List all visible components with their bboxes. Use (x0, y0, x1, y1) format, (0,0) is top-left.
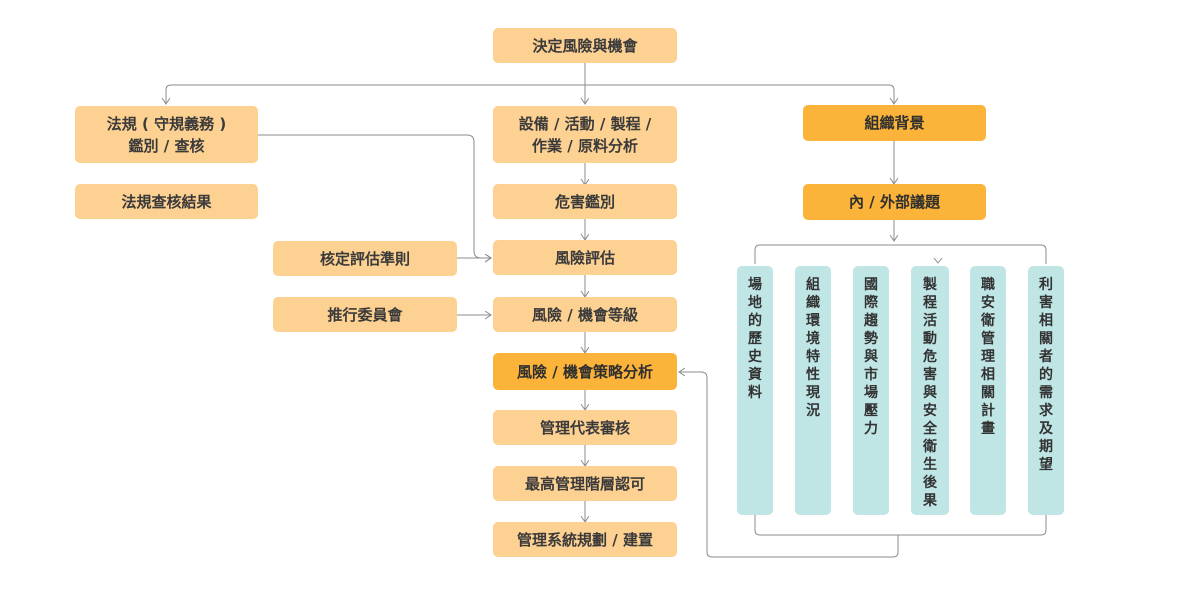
risk-assessment-box: 風險評估 (493, 240, 677, 275)
strategy-analysis-box: 風險 / 機會策略分析 (493, 353, 677, 390)
regulation-results-box: 法規查核結果 (75, 184, 258, 219)
org-background-box: 組織背景 (803, 105, 986, 141)
criteria-box: 核定評估準則 (273, 241, 457, 276)
equipment-analysis-box: 設備 / 活動 / 製程 / 作業 / 原料分析 (493, 106, 677, 163)
column-ohs-plans: 職安衛管理相關計畫 (970, 266, 1006, 515)
management-review-box: 管理代表審核 (493, 410, 677, 445)
risk-level-box: 風險 / 機會等級 (493, 297, 677, 332)
connector-bottom-bracket (754, 515, 1047, 536)
issues-box: 內 / 外部議題 (803, 184, 986, 220)
connector-feedback-loop (679, 372, 899, 558)
connector-top-bar (165, 84, 895, 104)
regulations-box: 法規 ( 守規義務 ) 鑑別 / 查核 (75, 106, 258, 163)
decide-risk-opportunity-box: 決定風險與機會 (493, 28, 677, 63)
committee-box: 推行委員會 (273, 297, 457, 332)
connector-regulations-risk (257, 134, 491, 258)
column-market-trends: 國際趨勢與市場壓力 (853, 266, 889, 515)
column-org-environment: 組織環境特性現況 (795, 266, 831, 515)
top-management-box: 最高管理階層認可 (493, 466, 677, 501)
column-stakeholder-needs: 利害相關者的需求及期望 (1028, 266, 1064, 515)
column-process-hazards: 製程 活動危害與安全衛生後果 (911, 266, 949, 515)
hazard-identification-box: 危害鑑別 (493, 184, 677, 219)
connector-column-bracket (754, 244, 1047, 264)
connector-tick (933, 257, 943, 264)
system-planning-box: 管理系統規劃 / 建置 (493, 522, 677, 557)
column-site-history: 場地的歷史資料 (737, 266, 773, 515)
